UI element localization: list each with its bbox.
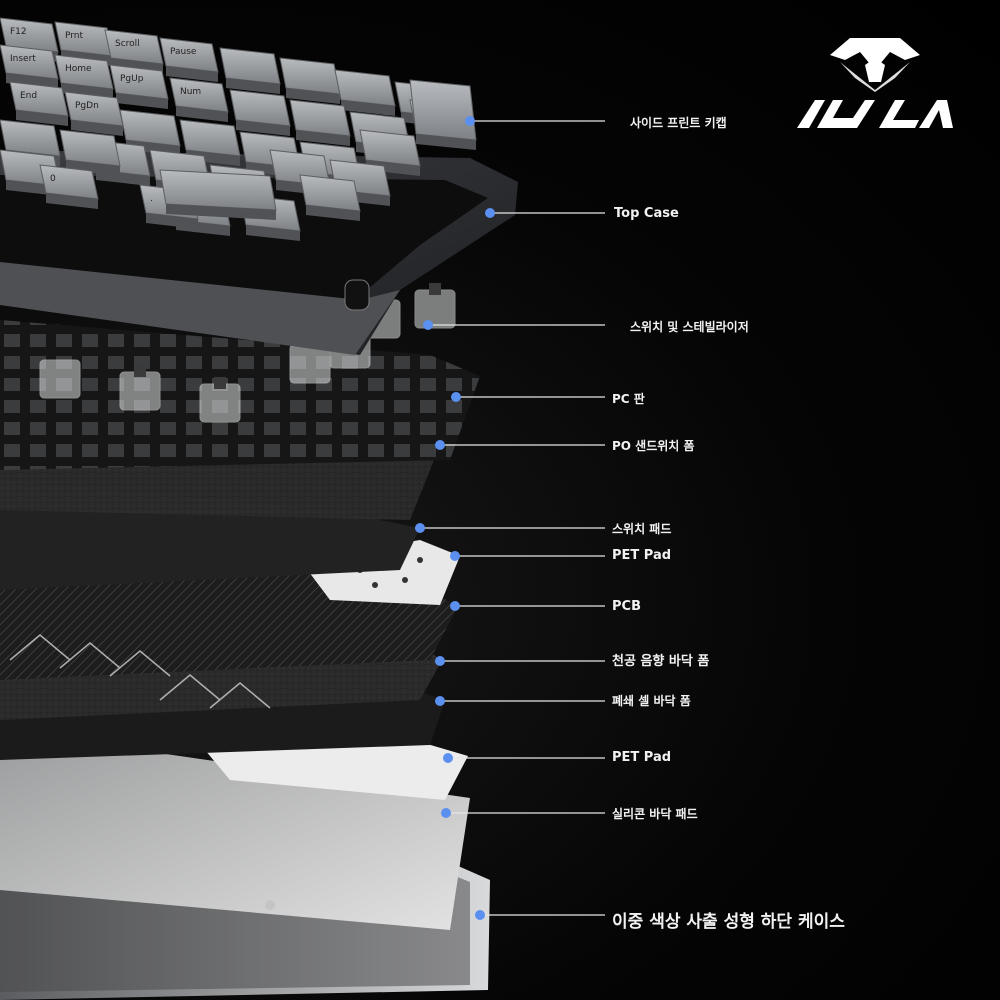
label-pc-plate: PC 판: [612, 392, 645, 406]
callout-dot: [475, 910, 485, 920]
callout-dot: [435, 440, 445, 450]
keycap-large: [409, 79, 477, 150]
label-silicone-pad: 실리콘 바닥 패드: [612, 807, 698, 821]
silicone-pad-shape: [0, 730, 470, 930]
keycap-legend: Home: [65, 64, 92, 74]
label-side-print-keycaps: 사이드 프린트 키캡: [630, 116, 727, 130]
keycap: [229, 89, 291, 136]
label-switches-stabilizers: 스위치 및 스테빌라이저: [630, 320, 749, 334]
keycap: [219, 47, 281, 94]
keycap: [359, 129, 421, 176]
keycap-legend: End: [20, 91, 37, 101]
keycap: [59, 129, 121, 176]
keycap: [299, 174, 361, 221]
keycap-legend: Scroll: [115, 39, 140, 49]
keycap-legend: F12: [10, 27, 27, 37]
keycap-legend: PgUp: [120, 74, 144, 84]
label-pet-pad-2: PET Pad: [612, 750, 672, 765]
keycap-legend: Num: [180, 87, 201, 97]
aula-logo: [795, 30, 955, 135]
keycap-pgup: PgUp: [109, 64, 169, 109]
keycap: [334, 69, 396, 116]
callout-dot: [435, 656, 445, 666]
keycap-num: Num: [169, 77, 229, 122]
keycap-legend: 0: [50, 174, 56, 184]
label-top-case: Top Case: [614, 206, 679, 221]
keycap-0: 0: [39, 164, 99, 209]
callout-dot: [450, 601, 460, 611]
callout-dot: [435, 696, 445, 706]
callout-dot: [443, 753, 453, 763]
label-pet-pad-1: PET Pad: [612, 548, 672, 563]
keycap-legend: Pause: [170, 47, 197, 57]
callout-dot: [423, 320, 433, 330]
keycap: [179, 119, 241, 166]
keycap-insert: Insert: [0, 44, 59, 89]
keycap-legend: Prnt: [65, 31, 84, 41]
callout-dot: [465, 116, 475, 126]
label-pcb: PCB: [612, 599, 641, 614]
keycap-home: Home: [54, 54, 114, 99]
callout-dot: [441, 808, 451, 818]
keycap-pause: Pause: [159, 37, 219, 82]
keycap: [279, 57, 341, 104]
keycap-legend: .: [150, 194, 153, 204]
keycap-legend: PgDn: [75, 101, 99, 111]
label-acoustic-foam: 천공 음향 바닥 폼: [612, 654, 710, 669]
label-closed-cell-foam: 폐쇄 셀 바닥 폼: [612, 694, 691, 708]
label-switch-pad: 스위치 패드: [612, 522, 672, 536]
keycap-legend: Insert: [10, 54, 36, 64]
callout-dot: [450, 551, 460, 561]
label-po-sandwich-foam: PO 샌드위치 폼: [612, 439, 695, 453]
label-bottom-case: 이중 색상 사출 성형 하단 케이스: [612, 912, 845, 932]
callout-dot: [451, 392, 461, 402]
keycap-pgdn: PgDn: [64, 91, 124, 136]
callout-dot: [485, 208, 495, 218]
keycap-end: End: [9, 81, 69, 126]
aula-emblem-icon: [797, 38, 953, 128]
keycap: [289, 99, 351, 146]
keycap-wide: [159, 169, 277, 220]
callout-dot: [415, 523, 425, 533]
